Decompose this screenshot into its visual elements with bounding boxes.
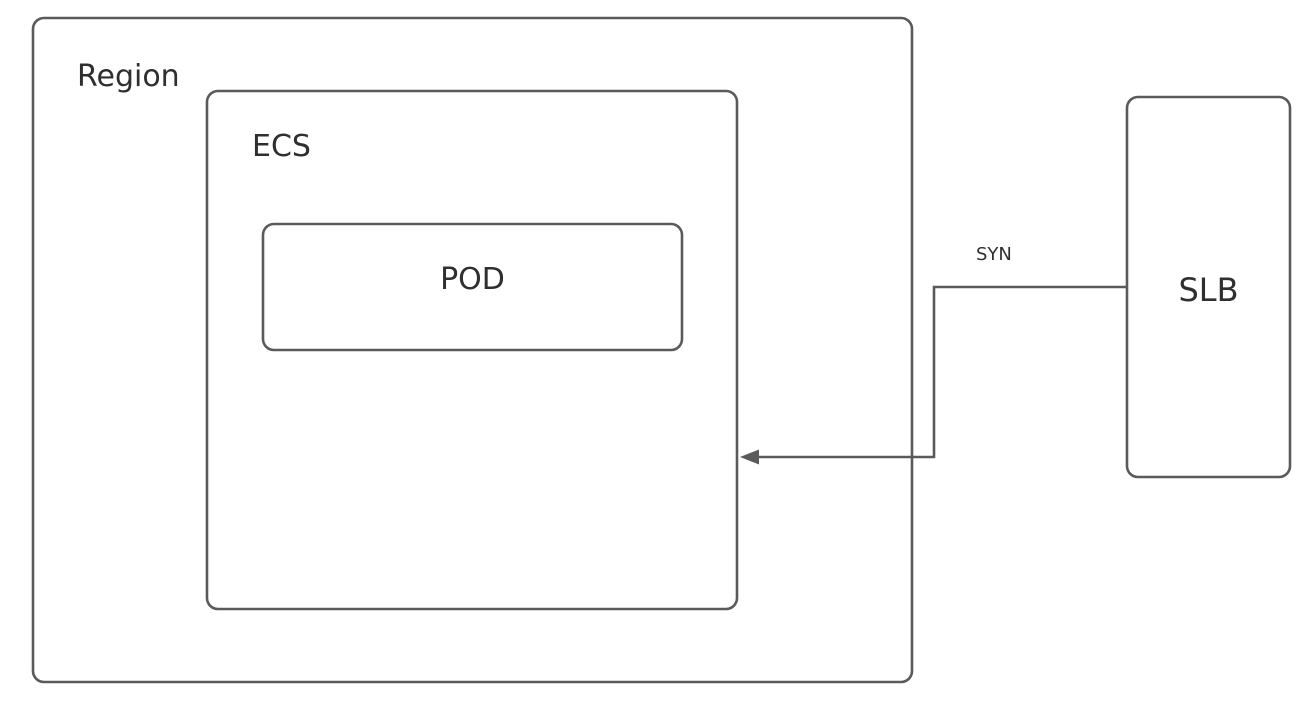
region-label: Region <box>77 59 180 94</box>
slb-label: SLB <box>1178 271 1239 309</box>
syn-connector-line <box>756 285 1127 459</box>
pod-box <box>261 222 684 352</box>
syn-edge-label: SYN <box>976 244 1012 265</box>
pod-label: POD <box>440 262 505 297</box>
syn-arrowhead <box>740 449 759 465</box>
ecs-label: ECS <box>252 129 311 164</box>
